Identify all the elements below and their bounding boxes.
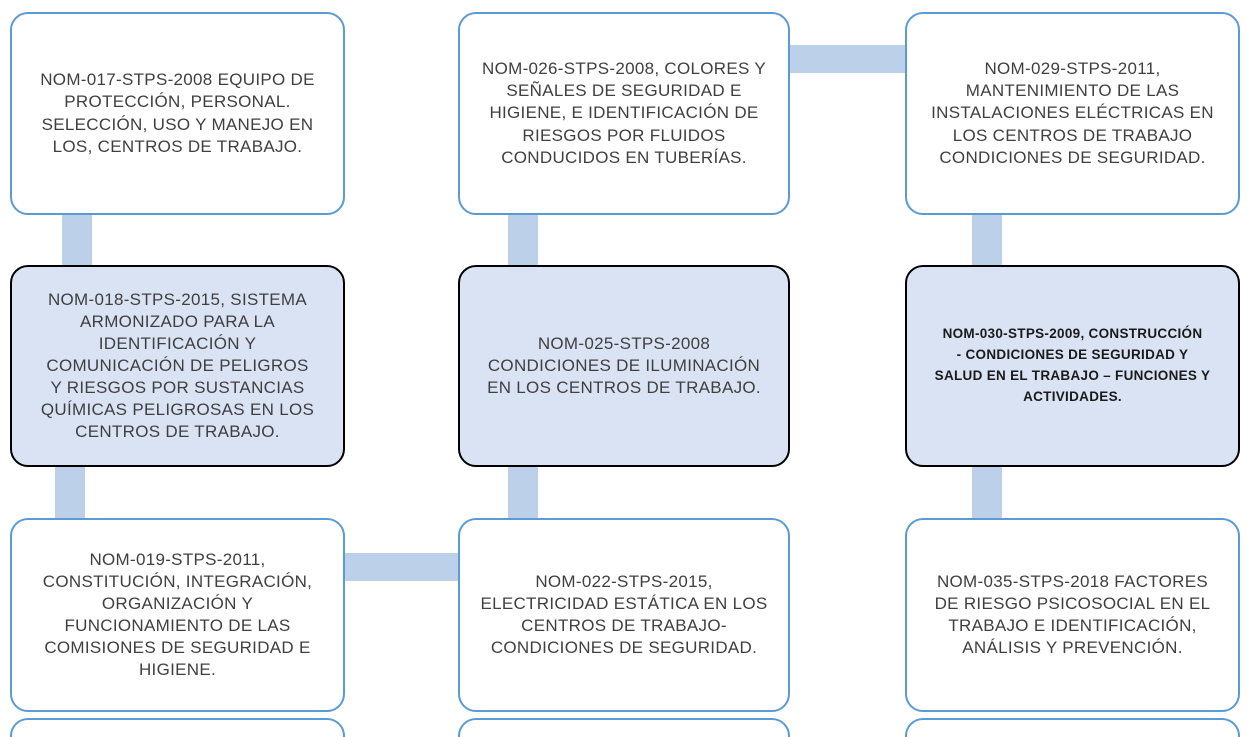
node-nom-026: NOM-026-STPS-2008, COLORES Y SEÑALES DE … xyxy=(458,12,790,215)
node-nom-022: NOM-022-STPS-2015, ELECTRICIDAD ESTÁTICA… xyxy=(458,518,790,712)
connector-top-col2-col3 xyxy=(788,45,907,73)
connector-col2-row1-row2 xyxy=(508,213,538,267)
node-partial-col1 xyxy=(10,718,345,737)
node-nom-026-label: NOM-026-STPS-2008, COLORES Y SEÑALES DE … xyxy=(482,59,766,167)
node-nom-035: NOM-035-STPS-2018 FACTORES DE RIESGO PSI… xyxy=(905,518,1240,712)
connector-col2-row2-row3 xyxy=(508,465,538,520)
node-nom-035-label: NOM-035-STPS-2018 FACTORES DE RIESGO PSI… xyxy=(934,571,1211,658)
connector-col3-row2-row3 xyxy=(972,465,1002,520)
node-nom-022-label: NOM-022-STPS-2015, ELECTRICIDAD ESTÁTICA… xyxy=(480,571,768,658)
connector-col3-row1-row2 xyxy=(972,213,1002,267)
node-nom-025: NOM-025-STPS-2008 CONDICIONES DE ILUMINA… xyxy=(458,265,790,467)
connector-bottom-col1-col2 xyxy=(343,553,460,581)
node-nom-019: NOM-019-STPS-2011, CONSTITUCIÓN, INTEGRA… xyxy=(10,518,345,712)
node-partial-col3 xyxy=(905,718,1240,737)
node-nom-019-label: NOM-019-STPS-2011, CONSTITUCIÓN, INTEGRA… xyxy=(42,549,313,680)
connector-col1-row1-row2 xyxy=(62,213,92,267)
node-nom-017-label: NOM-017-STPS-2008 EQUIPO DE PROTECCIÓN, … xyxy=(40,70,315,156)
node-nom-030-label: NOM-030-STPS-2009, CONSTRUCCIÓN - CONDIC… xyxy=(934,326,1211,404)
node-nom-029-label: NOM-029-STPS-2011, MANTENIMIENTO DE LAS … xyxy=(931,59,1214,167)
node-nom-030: NOM-030-STPS-2009, CONSTRUCCIÓN - CONDIC… xyxy=(905,265,1240,467)
connector-col1-row2-row3 xyxy=(55,465,85,520)
node-partial-col2 xyxy=(458,718,790,737)
node-nom-017: NOM-017-STPS-2008 EQUIPO DE PROTECCIÓN, … xyxy=(10,12,345,215)
node-nom-018: NOM-018-STPS-2015, SISTEMA ARMONIZADO PA… xyxy=(10,265,345,467)
node-nom-029: NOM-029-STPS-2011, MANTENIMIENTO DE LAS … xyxy=(905,12,1240,215)
node-nom-018-label: NOM-018-STPS-2015, SISTEMA ARMONIZADO PA… xyxy=(40,289,315,442)
node-nom-025-label: NOM-025-STPS-2008 CONDICIONES DE ILUMINA… xyxy=(487,333,761,398)
